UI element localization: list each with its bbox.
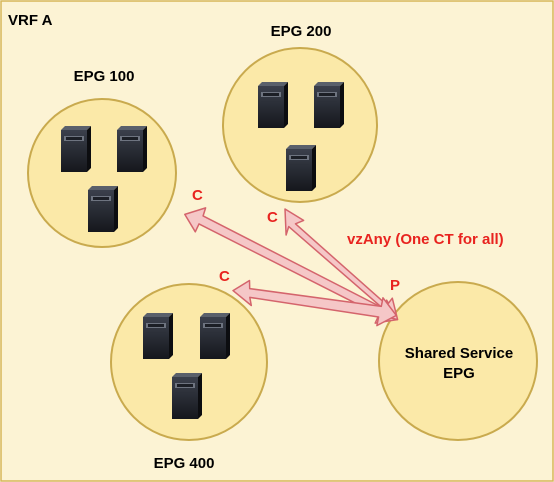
server-icon bbox=[117, 126, 147, 172]
epg-100-label: EPG 100 bbox=[74, 68, 135, 85]
server-icon bbox=[258, 82, 288, 128]
contract-label: vzAny (One CT for all) bbox=[347, 231, 504, 248]
shared-service-label-line1: Shared Service bbox=[405, 345, 513, 362]
vrf-label: VRF A bbox=[8, 12, 53, 29]
server-icon bbox=[200, 313, 230, 359]
contract-arrow-epg200 bbox=[284, 208, 399, 321]
epg-100-node[interactable] bbox=[27, 98, 177, 248]
shared-service-label-line2: EPG bbox=[443, 365, 475, 382]
epg-200-label: EPG 200 bbox=[271, 23, 332, 40]
consumer-label-epg200: C bbox=[267, 209, 278, 226]
server-icon bbox=[143, 313, 173, 359]
server-icon bbox=[314, 82, 344, 128]
consumer-label-epg100: C bbox=[192, 187, 203, 204]
server-icon bbox=[61, 126, 91, 172]
epg-400-label: EPG 400 bbox=[154, 455, 215, 472]
shared-service-circle bbox=[378, 281, 538, 441]
shared-service-epg-node[interactable] bbox=[378, 281, 538, 441]
server-icon bbox=[88, 186, 118, 232]
provider-label: P bbox=[390, 277, 400, 294]
contract-arrow-epg400 bbox=[232, 279, 398, 327]
epg-200-node[interactable] bbox=[222, 47, 378, 203]
epg-400-node[interactable] bbox=[110, 283, 268, 441]
server-icon bbox=[172, 373, 202, 419]
consumer-label-epg400: C bbox=[219, 268, 230, 285]
server-icon bbox=[286, 145, 316, 191]
